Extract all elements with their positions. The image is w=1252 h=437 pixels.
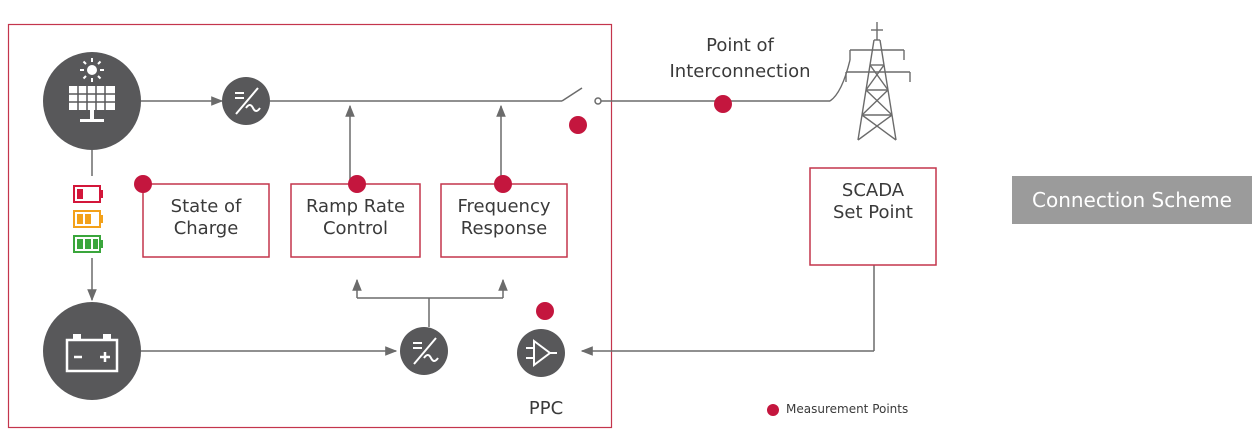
inverter-icon <box>222 77 270 125</box>
controller-icon <box>517 329 565 377</box>
ramp-rate-control-box <box>290 183 421 258</box>
battery-level-indicators <box>73 185 103 253</box>
frequency-response-label: Frequency Response <box>457 196 551 239</box>
state-of-charge-label: State of Charge <box>170 196 242 239</box>
connection-lines <box>87 87 875 356</box>
battery-icon <box>43 302 141 400</box>
measurement-point <box>714 95 732 113</box>
scada-set-point-label: SCADA Set Point <box>833 180 913 223</box>
inverter-icon <box>400 327 448 375</box>
measurement-point <box>569 116 587 134</box>
connection-scheme-tab[interactable]: Connection Scheme <box>1012 176 1252 224</box>
scada-set-point-box <box>809 167 937 266</box>
measurement-points <box>134 95 779 416</box>
state-of-charge-box <box>142 183 270 258</box>
ramp-rate-control-label: Ramp Rate Control <box>305 196 406 239</box>
measurement-point <box>536 302 554 320</box>
measurement-point <box>348 175 366 193</box>
transmission-tower-icon <box>829 22 911 141</box>
point-of-interconnection-label: Point of Interconnection <box>669 35 811 82</box>
solar-panel-icon <box>43 52 141 150</box>
ppc-label: PPC <box>528 398 564 419</box>
legend-label: Measurement Points <box>786 402 909 416</box>
legend-measurement-point <box>767 404 779 416</box>
measurement-point <box>494 175 512 193</box>
switch-icon <box>594 97 602 105</box>
measurement-point <box>134 175 152 193</box>
plant-boundary <box>7 23 613 429</box>
